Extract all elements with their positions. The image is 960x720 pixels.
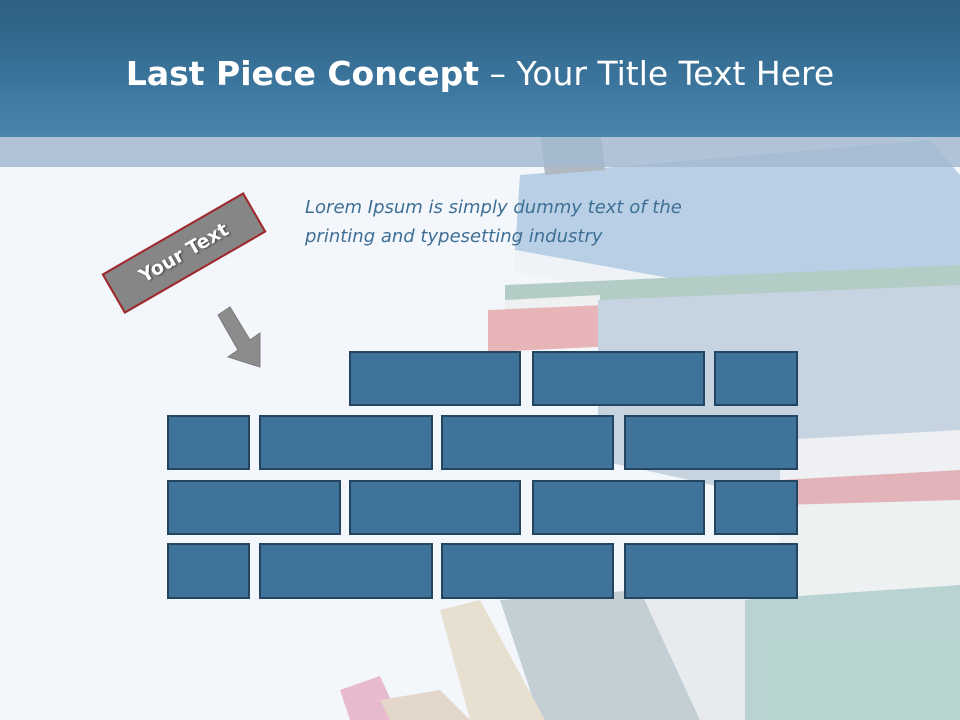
brick [714, 351, 798, 406]
brick [714, 480, 798, 535]
brick [532, 480, 705, 535]
description-line-1: Lorem Ipsum is simply dummy text of the [305, 197, 682, 218]
brick [259, 543, 433, 599]
title-rest-text: – Your Title Text Here [479, 54, 835, 93]
brick [624, 415, 798, 470]
brick [441, 543, 614, 599]
brick [532, 351, 705, 406]
brick [349, 480, 521, 535]
brick [349, 351, 521, 406]
down-right-arrow-icon [217, 306, 261, 368]
brick [167, 480, 341, 535]
slide-title: Last Piece Concept – Your Title Text Her… [0, 50, 960, 98]
brick [167, 543, 250, 599]
brick [441, 415, 614, 470]
brick [624, 543, 798, 599]
header-accent-band [0, 137, 960, 167]
title-bold-text: Last Piece Concept [125, 54, 480, 93]
description-line-2: printing and typesetting industry [305, 226, 603, 247]
description-text: Lorem Ipsum is simply dummy text of the … [305, 193, 725, 251]
brick [167, 415, 250, 470]
header-bar: Last Piece Concept – Your Title Text Her… [0, 0, 960, 137]
brick [259, 415, 433, 470]
